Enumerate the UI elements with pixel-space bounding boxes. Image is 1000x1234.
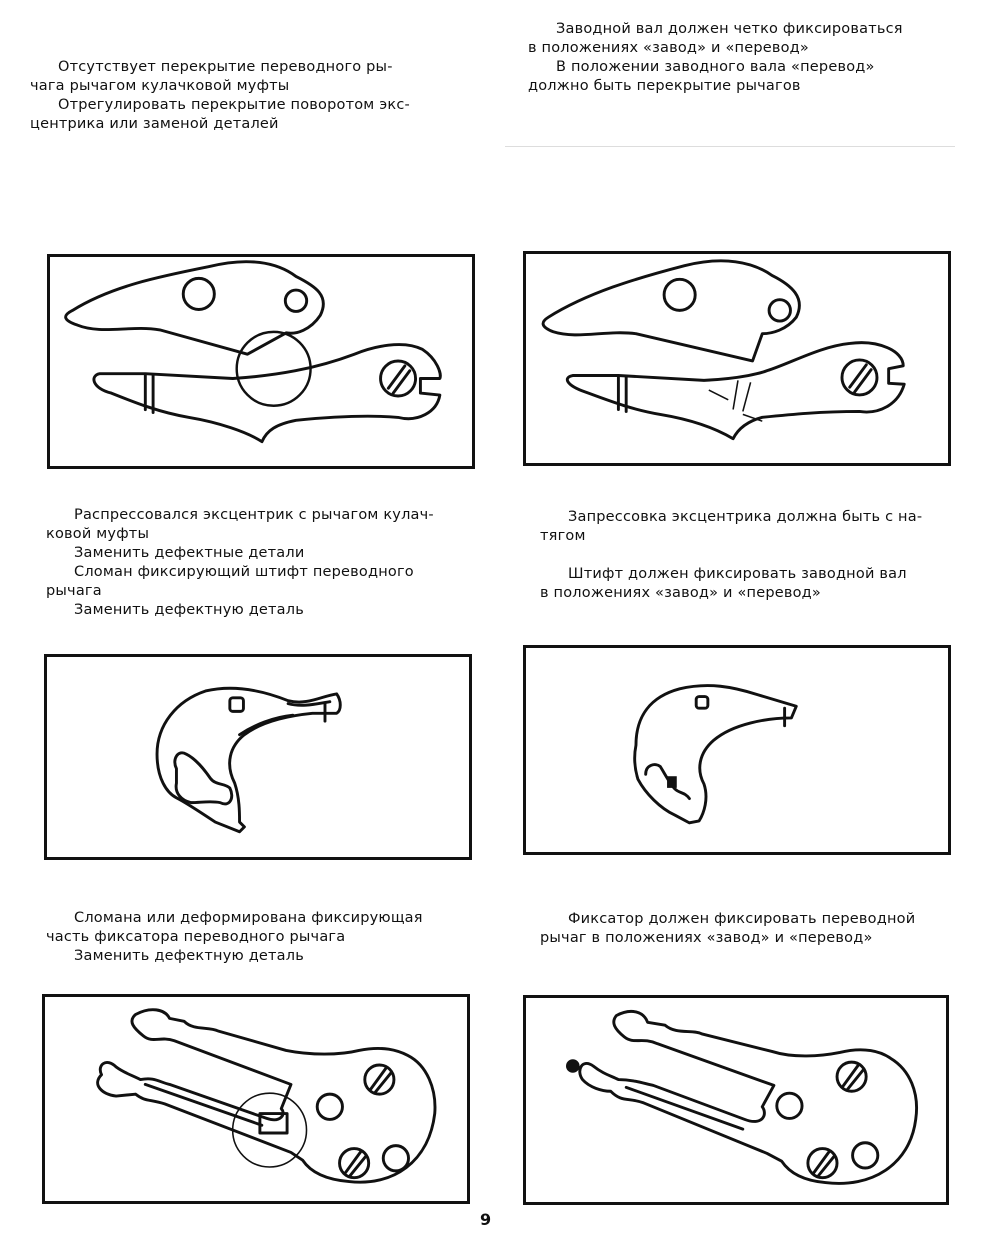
figure-intact-latch <box>523 995 949 1205</box>
figure-levers-overlap <box>523 251 951 466</box>
levers-drawing <box>64 260 442 444</box>
figure-intact-pin <box>523 645 951 855</box>
intact-lever-drawing <box>633 684 798 825</box>
caption-defect-3: Сломана или деформирована фиксирующая ча… <box>46 909 456 966</box>
page-number: 9 <box>480 1210 492 1229</box>
caption-norm-1: Заводной вал должен четко фиксироваться … <box>528 20 948 96</box>
divider <box>505 146 955 147</box>
caption-line: Штифт должен фиксировать заводной вал в … <box>540 566 907 601</box>
caption-line: Отсутствует перекрытие переводного ры- ч… <box>30 59 393 94</box>
caption-norm-3: Фиксатор должен фиксировать переводной р… <box>540 910 960 948</box>
caption-line: Заводной вал должен четко фиксироваться … <box>528 21 903 56</box>
levers-overlap-drawing <box>541 259 906 441</box>
caption-line: Сломан фиксирующий штифт переводного рыч… <box>46 564 414 599</box>
caption-line: Заменить дефектную деталь <box>74 948 304 964</box>
caption-line: Заменить дефектные детали <box>74 545 305 561</box>
intact-latch-drawing <box>566 1009 918 1185</box>
broken-lever-drawing <box>155 686 342 834</box>
caption-line: Заменить дефектную деталь <box>74 602 304 618</box>
figure-broken-pin <box>44 654 472 860</box>
caption-line: Фиксатор должен фиксировать переводной р… <box>540 911 916 946</box>
caption-line: Сломана или деформирована фиксирующая ча… <box>46 910 423 945</box>
figure-levers-no-overlap <box>47 254 475 469</box>
figure-broken-latch <box>42 994 470 1204</box>
broken-latch-drawing <box>96 1008 437 1184</box>
caption-defect-2: Распрессовался эксцентрик с рычагом кула… <box>46 506 456 620</box>
caption-line: Запрессовка эксцентрика должна быть с на… <box>540 509 923 544</box>
caption-defect-1: Отсутствует перекрытие переводного ры- ч… <box>30 58 440 134</box>
caption-line: В положении заводного вала «перевод» дол… <box>528 59 875 94</box>
caption-norm-2: Запрессовка эксцентрика должна быть с на… <box>540 508 960 603</box>
caption-line: Распрессовался эксцентрик с рычагом кула… <box>46 507 434 542</box>
caption-line: Отрегулировать перекрытие поворотом экс-… <box>30 97 410 132</box>
